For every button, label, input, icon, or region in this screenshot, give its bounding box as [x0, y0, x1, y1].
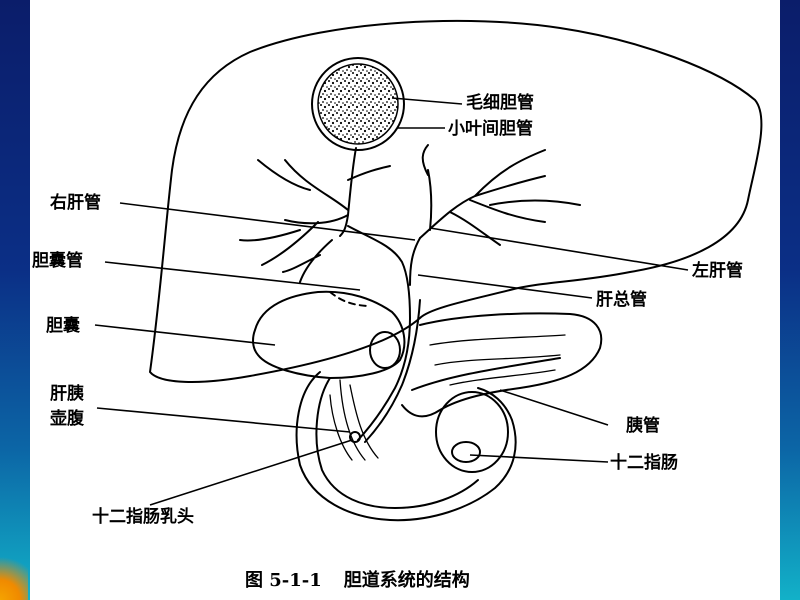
duodenal-papilla	[349, 431, 361, 443]
label-duodenum: 十二指肠	[610, 453, 678, 473]
leader-capillary-bile-duct	[391, 97, 463, 105]
pancreatic-duct	[411, 357, 561, 391]
figure-panel	[30, 0, 780, 600]
liver-outline	[149, 19, 763, 383]
figure-caption: 图 5-1-1 胆道系统的结构	[245, 566, 470, 592]
pancreas	[401, 312, 603, 418]
common-bile-duct	[357, 317, 411, 441]
label-right-hepatic-duct: 右肝管	[50, 193, 101, 213]
right-hepatic-branches	[239, 159, 391, 283]
gallbladder	[252, 290, 406, 379]
interlobular-duct	[339, 147, 357, 237]
leader-pancreatic-duct	[499, 389, 609, 426]
leader-duodenum	[469, 454, 609, 463]
label-capillary-bile-duct: 毛细胆管	[466, 93, 534, 113]
duodenum-lumen	[435, 391, 509, 473]
leader-common-hepatic-duct	[417, 274, 593, 299]
label-pancreatic-duct: 胰管	[626, 416, 660, 436]
leader-duodenal-papilla	[149, 439, 353, 506]
label-ampulla-line1: 肝胰	[50, 384, 84, 404]
left-hepatic-branches	[419, 144, 581, 246]
common-hepatic-duct	[347, 225, 421, 319]
label-interlobular-bile-duct: 小叶间胆管	[448, 119, 533, 139]
left-background-strip	[0, 0, 30, 600]
orange-corner-accent	[0, 550, 28, 600]
figure-number: 图 5-1-1	[245, 570, 322, 591]
leader-ampulla	[96, 407, 351, 433]
leader-left-hepatic-duct	[429, 227, 689, 271]
gallbladder-neck	[369, 331, 401, 369]
leader-cystic-duct	[104, 261, 361, 291]
hepatic-lobule	[311, 57, 405, 151]
right-background-strip	[780, 0, 800, 600]
label-left-hepatic-duct: 左肝管	[692, 261, 743, 281]
leader-gallbladder	[94, 324, 276, 346]
figure-title: 胆道系统的结构	[343, 570, 470, 591]
label-gallbladder: 胆囊	[46, 316, 80, 336]
leader-right-hepatic-duct	[119, 202, 416, 241]
label-ampulla-line2: 壶腹	[50, 409, 84, 429]
label-cystic-duct: 胆囊管	[32, 251, 83, 271]
label-duodenal-papilla: 十二指肠乳头	[92, 507, 194, 527]
label-common-hepatic-duct: 肝总管	[596, 290, 647, 310]
duodenum	[295, 371, 517, 522]
